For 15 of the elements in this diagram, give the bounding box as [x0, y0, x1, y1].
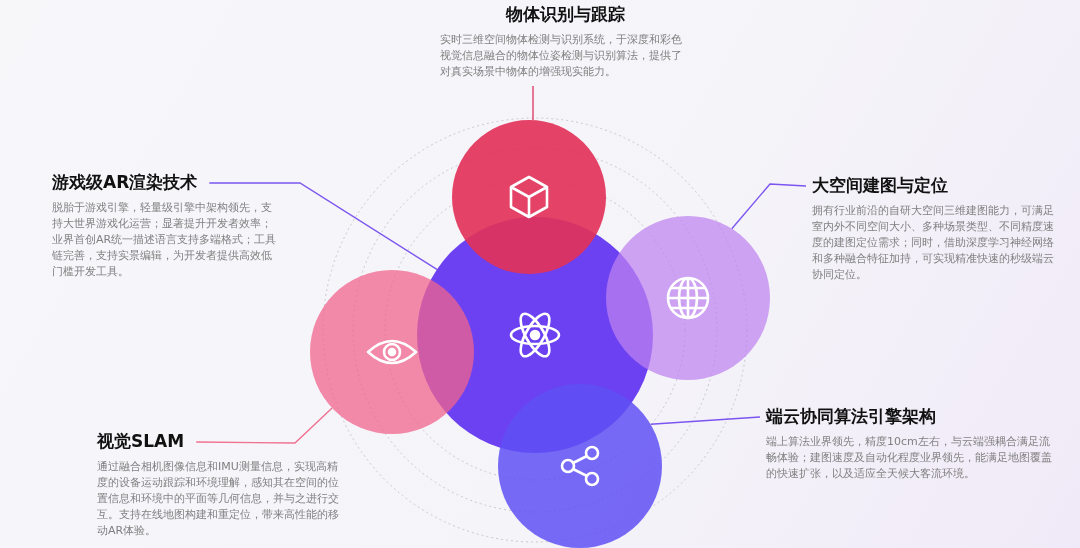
heading: 游戏级AR渲染技术: [52, 172, 198, 192]
leader-line: [731, 183, 807, 230]
leader-line: [532, 85, 534, 121]
description: 实时三维空间物体检测与识别系统，于深度和彩色视觉信息融合的物体位姿检测与识别算法，提供了对真实场景中物体的增强现实能力。: [440, 32, 683, 80]
heading: 视觉SLAM: [97, 431, 185, 451]
description: 端上算法业界领先，精度10cm左右，与云端强耦合满足流畅体验；建图速度及自动化程度业界领先，能满足地图覆盖的快速扩张，以及适应全天候大客流环境。: [766, 434, 1053, 482]
description: 拥有行业前沿的自研大空间三维建图能力，可满足室内外不同空间大小、多种场景类型、不同精度速度的建图定位需求；同时，借助深度学习神经网络和多种融合特征加持，可实现精准快速的秒级端云协同定位。: [812, 203, 1055, 283]
description: 脱胎于游戏引擎，轻量级引擎中架构领先，支持大世界游戏化运营；显著提升开发者效率；业界首创AR统一描述语言支持多端格式；工具链完善，支持实景编辑，为开发者提供高效低门槛开发工具。: [52, 200, 278, 280]
heading: 端云协同算法引擎架构: [766, 406, 936, 426]
description: 通过融合相机图像信息和IMU测量信息，实现高精度的设备运动跟踪和环境理解，感知其在空间的位置信息和环境中的平面等几何信息，并与之进行交互。支持在线地图构建和重定位，带来高性能的移动AR体验。: [97, 459, 340, 539]
heading: 物体识别与跟踪: [504, 4, 626, 24]
leader-line: [649, 416, 761, 425]
leader-line: [195, 407, 333, 444]
leader-line: [208, 182, 438, 271]
heading: 大空间建图与定位: [812, 175, 948, 195]
